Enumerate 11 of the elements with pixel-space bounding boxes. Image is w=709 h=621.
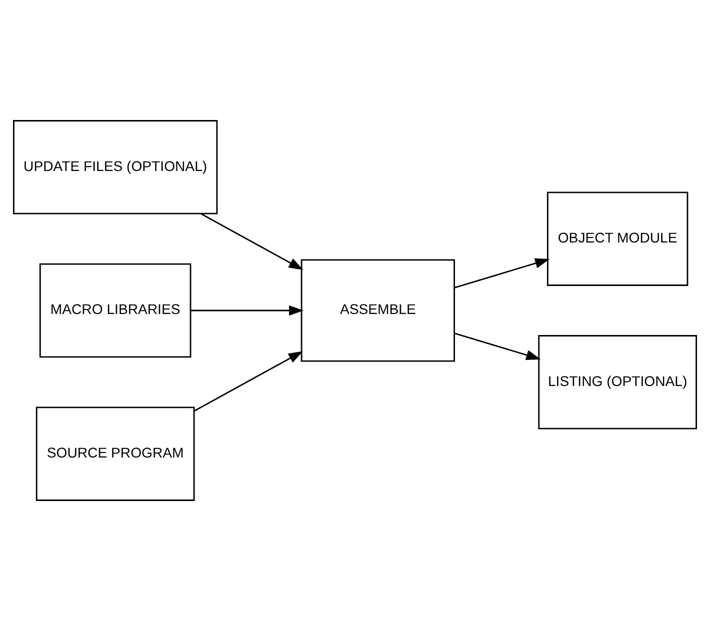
node-box: OBJECT MODULE (546, 192, 688, 286)
arrow (190, 305, 304, 316)
node-box: UPDATE FILES (OPTIONAL) (12, 120, 218, 214)
node-box: ASSEMBLE (300, 259, 454, 362)
arrow (454, 332, 540, 360)
arrow (200, 213, 303, 270)
node-box: SOURCE PROGRAM (35, 406, 194, 501)
node-box: MACRO LIBRARIES (38, 263, 191, 358)
node-box: LISTING (OPTIONAL) (538, 335, 696, 430)
arrow (454, 258, 550, 288)
arrow (193, 351, 303, 412)
